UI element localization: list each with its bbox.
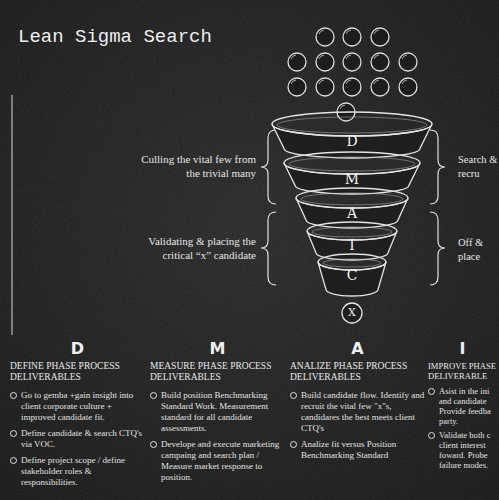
phase-heading: IMPROVE PHASE DELIVERABLE: [428, 361, 497, 381]
phase-letter: D: [272, 133, 432, 149]
phase-heading: ANALIZE PHASE PROCESS DELIVERABLES: [290, 361, 425, 383]
phase-letter: I: [428, 340, 497, 358]
phase-heading: DEFINE PHASE PROCESS DELIVERABLES: [10, 361, 145, 383]
circle-shape: [342, 303, 362, 323]
phase-heading: MEASURE PHASE PROCESS DELIVERABLES: [150, 361, 285, 383]
title: Lean Sigma Search: [18, 26, 212, 48]
side-caption: Culling the vital few from the trivial m…: [128, 152, 256, 180]
side-caption: Search & recru: [458, 153, 498, 181]
deliverable-item: Develope and execute marketing campaing …: [150, 439, 285, 483]
funnel-band: D: [272, 112, 432, 158]
band-lip: [312, 227, 392, 237]
phase-letter: A: [296, 205, 408, 221]
phase-letter: A: [290, 340, 425, 358]
phase-column: M MEASURE PHASE PROCESS DELIVERABLES Build…: [150, 340, 285, 488]
candidate-balls: [288, 28, 417, 121]
phase-letter: M: [284, 171, 420, 187]
deliverable-item: Go to gemba +gain insight into client co…: [10, 390, 145, 423]
deliverable-item: Asist in the ini and candidate Provide f…: [428, 386, 497, 426]
phase-letter: I: [307, 237, 397, 253]
deliverable-item: Analize fit versus Position Benchmarking…: [290, 439, 425, 461]
funnel-band: C: [318, 254, 386, 296]
band-lip: [289, 157, 415, 171]
deliverable-item: Build candidate flow. Identify and recru…: [290, 390, 425, 434]
band-body: [284, 163, 420, 194]
band-lip: [323, 259, 381, 267]
deliverable-item: Validate both c client interest foward. …: [428, 430, 497, 470]
ball-highlights: [291, 30, 407, 109]
side-caption: Validating & placing the critical “x” ca…: [125, 234, 256, 262]
phase-letter: C: [318, 267, 386, 283]
deliverable-item: Build position Benchmarking Standard Wor…: [150, 390, 285, 434]
phase-letter: X: [341, 305, 363, 321]
side-caption: Off & place: [458, 236, 498, 264]
phase-letter: D: [10, 340, 145, 358]
phase-column: D DEFINE PHASE PROCESS DELIVERABLES Go to …: [10, 340, 145, 493]
band-lip: [301, 193, 403, 205]
band-rim: [272, 112, 432, 136]
band-rim: [284, 152, 420, 174]
phase-column: I IMPROVE PHASE DELIVERABLE Asist in the i…: [428, 340, 497, 474]
band-body: [272, 124, 432, 158]
deliverable-item: Define candidate & search CTQ's via VOC.: [10, 428, 145, 450]
phase-column: A ANALIZE PHASE PROCESS DELIVERABLES Build…: [290, 340, 425, 466]
margin-rule: [12, 95, 13, 335]
output-circle: X: [341, 302, 363, 324]
band-lip: [277, 117, 427, 133]
deliverable-item: Define project scope / define stakeholde…: [10, 455, 145, 488]
phase-letter: M: [150, 340, 285, 358]
